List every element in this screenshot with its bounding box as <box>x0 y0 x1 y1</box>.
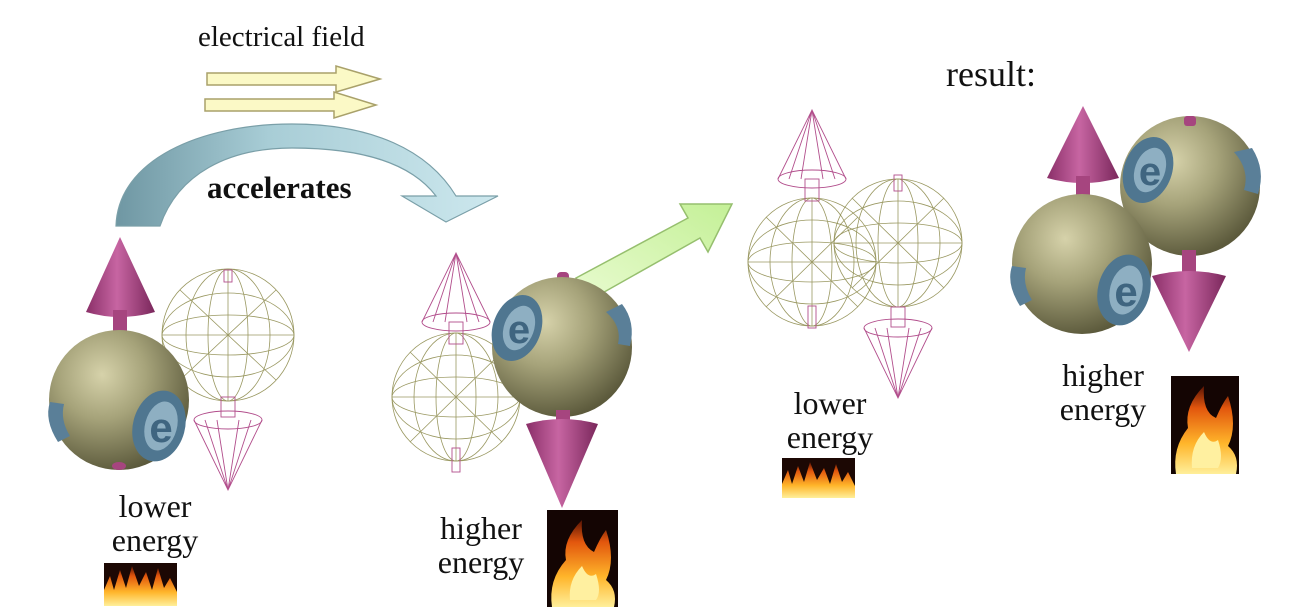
electric-field-arrows <box>204 64 383 120</box>
energy-label-4-line1: higher <box>1062 357 1144 393</box>
energy-label-4: higher energy <box>1044 357 1162 427</box>
state-higher-energy-4: e e <box>1010 106 1261 352</box>
curved-accelerates-arrow <box>115 123 499 227</box>
fire-icon-large-2 <box>547 510 618 607</box>
svg-text:e: e <box>149 404 172 451</box>
wireframe-spin-arrow-down <box>863 174 933 400</box>
energy-label-1: lower energy <box>90 488 220 558</box>
solid-electron-left: e <box>1010 106 1152 334</box>
state-higher-energy-2: e <box>391 251 632 508</box>
solid-electron: e <box>48 237 189 470</box>
field-arrow-lower <box>204 90 379 120</box>
electron-ring-left <box>48 402 70 442</box>
solid-electron-right: e <box>1120 116 1261 352</box>
spin-arrow-up <box>1047 106 1119 183</box>
energy-label-2: higher energy <box>422 510 540 580</box>
wireframe-electron <box>161 268 295 402</box>
electron-e-icon: e <box>1122 137 1174 203</box>
electron-ring-left <box>1010 266 1032 306</box>
fire-icon-small-3 <box>782 458 855 498</box>
fire-icon-small-1 <box>104 563 177 606</box>
energy-label-4-line2: energy <box>1059 390 1147 427</box>
wireframe-spin-arrow-up <box>421 251 491 473</box>
motion-arrow <box>574 203 734 302</box>
energy-label-1-line2: energy <box>111 521 199 558</box>
energy-label-2-line1: higher <box>440 510 522 546</box>
wireframe-electron-left <box>747 197 877 327</box>
energy-label-3: lower energy <box>766 385 894 455</box>
state-lower-energy-3 <box>747 108 963 400</box>
electron-ring-right <box>606 304 632 346</box>
energy-label-3-line1: lower <box>793 385 867 421</box>
field-arrow-upper <box>206 64 383 94</box>
solid-electron: e <box>491 272 632 508</box>
spin-arrow-down <box>526 419 598 508</box>
wireframe-electron-right <box>833 178 963 308</box>
electron-ring-right <box>1234 148 1261 194</box>
wireframe-spin-arrow-down <box>193 269 263 492</box>
energy-label-3-line2: energy <box>786 418 874 455</box>
accelerates-label: accelerates <box>207 170 352 205</box>
result-label: result: <box>946 54 1036 94</box>
fire-icon-large-4 <box>1171 376 1239 474</box>
electrical-field-label: electrical field <box>198 21 365 53</box>
electron-e-icon: e <box>132 390 186 462</box>
wireframe-spin-arrow-up <box>777 108 847 329</box>
state-lower-energy-1: e <box>48 237 295 492</box>
spin-arrow-up <box>86 237 155 317</box>
svg-text:e: e <box>508 308 530 352</box>
energy-label-1-line1: lower <box>118 488 192 524</box>
electron-e-icon: e <box>1097 254 1151 326</box>
energy-label-2-line2: energy <box>437 543 525 580</box>
electron-e-icon: e <box>491 295 543 361</box>
svg-text:e: e <box>1139 150 1161 194</box>
spin-arrow-down <box>1152 271 1226 352</box>
svg-text:e: e <box>1114 268 1137 315</box>
